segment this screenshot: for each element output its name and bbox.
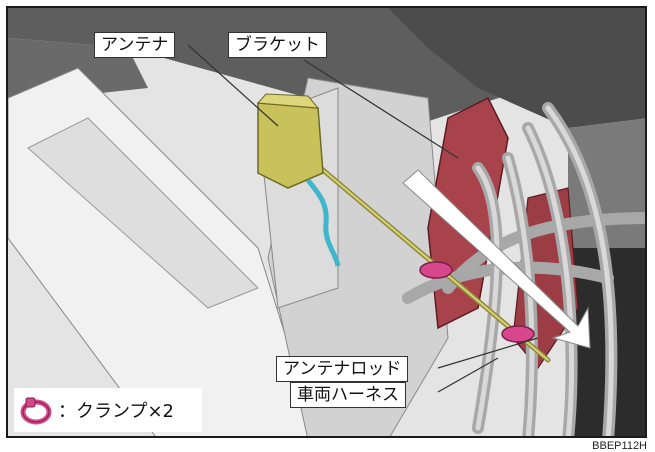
callout-bracket: ブラケット (228, 32, 327, 58)
callout-antenna-rod: アンテナロッド (276, 356, 409, 382)
callout-antenna: アンテナ (94, 32, 176, 58)
clamp-icon (20, 397, 52, 425)
installation-illustration (8, 8, 645, 436)
illustration-frame: アンテナ ブラケット アンテナロッド 車両ハーネス ：クランプ×2 (6, 6, 647, 438)
callout-vehicle-harness: 車両ハーネス (290, 382, 406, 408)
clamp-legend: ：クランプ×2 (14, 388, 202, 432)
figure-code: BBEP112H (592, 440, 647, 452)
legend-label: ：クランプ×2 (58, 401, 174, 422)
